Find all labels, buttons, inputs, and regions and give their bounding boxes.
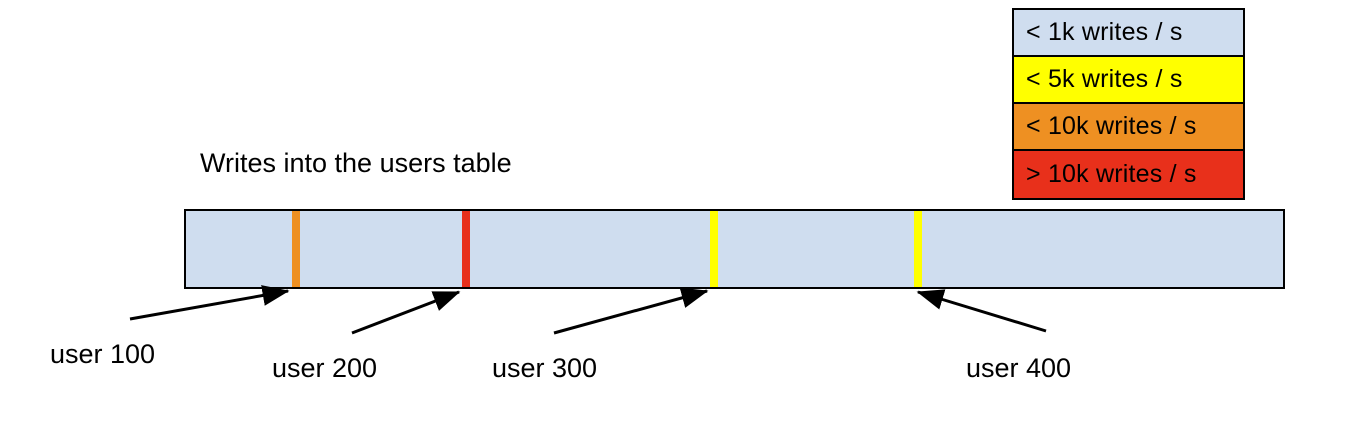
arrow-to-user-100	[129, 285, 290, 321]
legend-row-under-5k: < 5k writes / s	[1014, 57, 1243, 104]
label-user-200: user 200	[272, 353, 378, 383]
legend-label-under-10k: < 10k writes / s	[1026, 112, 1197, 140]
marker-user-200	[462, 211, 471, 287]
arrow-to-user-400	[916, 289, 1047, 333]
legend-label-over-10k: > 10k writes / s	[1026, 160, 1197, 188]
chart-title: Writes into the users table	[200, 148, 512, 178]
legend: < 1k writes / s < 5k writes / s < 10k wr…	[1012, 8, 1245, 200]
arrow-to-user-200	[351, 290, 461, 335]
label-user-400: user 400	[966, 353, 1072, 383]
marker-user-400	[914, 211, 923, 287]
legend-row-under-10k: < 10k writes / s	[1014, 104, 1243, 151]
users-table-bar	[184, 209, 1285, 289]
legend-row-over-10k: > 10k writes / s	[1014, 151, 1243, 198]
legend-row-under-1k: < 1k writes / s	[1014, 10, 1243, 57]
arrow-to-user-300	[553, 287, 709, 335]
label-user-300: user 300	[492, 353, 598, 383]
legend-label-under-5k: < 5k writes / s	[1026, 65, 1183, 93]
marker-user-100	[292, 211, 301, 287]
marker-user-300	[710, 211, 719, 287]
legend-label-under-1k: < 1k writes / s	[1026, 18, 1183, 46]
label-user-100: user 100	[50, 339, 156, 369]
